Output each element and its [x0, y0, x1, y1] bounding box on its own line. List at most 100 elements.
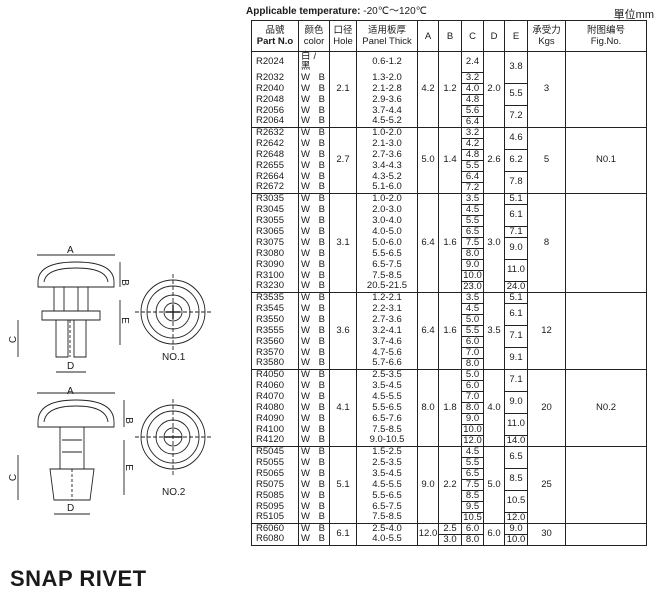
panel-thick-cell: 7.5-8.5 — [356, 424, 418, 435]
col-e: E — [504, 20, 528, 52]
panel-thick-cell: 3.5-4.5 — [356, 380, 418, 391]
color-cell: W B — [298, 171, 330, 182]
fig-no-cell: N0.1 — [565, 126, 647, 193]
hole-cell: 2.7 — [329, 126, 357, 193]
fig1-dim-e: E — [118, 317, 130, 324]
panel-thick-cell: 2.7-3.6 — [356, 314, 418, 325]
panel-thick-cell: 3.7-4.4 — [356, 105, 418, 116]
hole-cell: 2.1 — [329, 51, 357, 127]
fig-no-cell — [565, 522, 647, 545]
fig1-top-view — [135, 274, 211, 350]
color-cell: W B — [298, 116, 330, 127]
panel-thick-cell: 2.1-3.0 — [356, 138, 418, 149]
panel-thick-cell: 4.7-5.6 — [356, 347, 418, 358]
color-cell: W B — [298, 402, 330, 413]
color-cell: W B — [298, 138, 330, 149]
panel-thick-cell: 6.5-7.5 — [356, 259, 418, 270]
unit-label: 單位mm — [613, 9, 654, 21]
panel-thick-cell: 4.5-5.2 — [356, 116, 418, 127]
color-cell: W B — [298, 215, 330, 226]
fig2-side-view — [17, 392, 125, 515]
panel-thick-cell: 5.5-6.5 — [356, 402, 418, 413]
panel-thick-cell: 5.7-6.6 — [356, 358, 418, 369]
fig1-dim-b: B — [118, 279, 130, 286]
col-c: C — [461, 20, 484, 52]
col-a: A — [417, 20, 439, 52]
fig-no-cell — [565, 51, 647, 127]
panel-thick-cell: 5.0-6.0 — [356, 237, 418, 248]
color-cell: W B — [298, 435, 330, 446]
color-cell: W B — [298, 347, 330, 358]
color-cell: W B — [298, 534, 330, 545]
fig2-dim-c: C — [8, 473, 20, 482]
fig2-top-view — [135, 399, 211, 475]
panel-thick-cell: 7.5-8.5 — [356, 512, 418, 523]
panel-thick-cell: 3.7-4.6 — [356, 336, 418, 347]
color-cell: W B — [298, 358, 330, 369]
color-cell: W B — [298, 248, 330, 259]
panel-thick-cell: 2.5-3.5 — [356, 457, 418, 468]
color-cell: W B — [298, 336, 330, 347]
color-cell: W B — [298, 501, 330, 512]
panel-thick-cell: 5.5-6.5 — [356, 490, 418, 501]
color-cell: W B — [298, 72, 330, 83]
panel-thick-cell: 2.1-2.8 — [356, 83, 418, 94]
panel-thick-cell: 4.5-5.5 — [356, 479, 418, 490]
color-cell: W B — [298, 479, 330, 490]
panel-thick-cell: 6.5-7.6 — [356, 413, 418, 424]
color-cell: W B — [298, 380, 330, 391]
fig2-dim-e: E — [122, 464, 134, 471]
fig1-dim-a: A — [67, 245, 74, 256]
panel-thick-cell: 2.0-3.0 — [356, 204, 418, 215]
color-cell: W B — [298, 270, 330, 281]
color-cell: W B — [298, 259, 330, 270]
fig-no-cell — [565, 445, 647, 523]
color-cell: W B — [298, 303, 330, 314]
fig-no-cell — [565, 192, 647, 292]
color-cell: W B — [298, 512, 330, 523]
color-cell: W B — [298, 281, 330, 292]
dim-c-cell: 8.0 — [461, 533, 484, 546]
col-d: D — [483, 20, 505, 52]
fig-no-cell: N0.2 — [565, 368, 647, 446]
panel-thick-cell: 1.3-2.0 — [356, 72, 418, 83]
dim-c-cell: 8.0 — [461, 247, 484, 260]
panel-thick-cell: 3.0-4.0 — [356, 215, 418, 226]
panel-thick-cell: 3.5-4.5 — [356, 468, 418, 479]
dim-e-cell: 9.0 — [504, 390, 528, 414]
panel-thick-cell: 20.5-21.5 — [356, 281, 418, 292]
color-cell: W B — [298, 424, 330, 435]
color-cell: W B — [298, 105, 330, 116]
panel-thick-cell: 7.5-8.5 — [356, 270, 418, 281]
hole-cell: 3.1 — [329, 192, 357, 292]
temperature-note: Applicable temperature: -20℃～120℃ — [246, 6, 427, 17]
color-cell: W B — [298, 391, 330, 402]
fig1-side-view — [17, 254, 121, 373]
color-cell: W B — [298, 325, 330, 336]
panel-thick-cell: 3.4-4.3 — [356, 160, 418, 171]
